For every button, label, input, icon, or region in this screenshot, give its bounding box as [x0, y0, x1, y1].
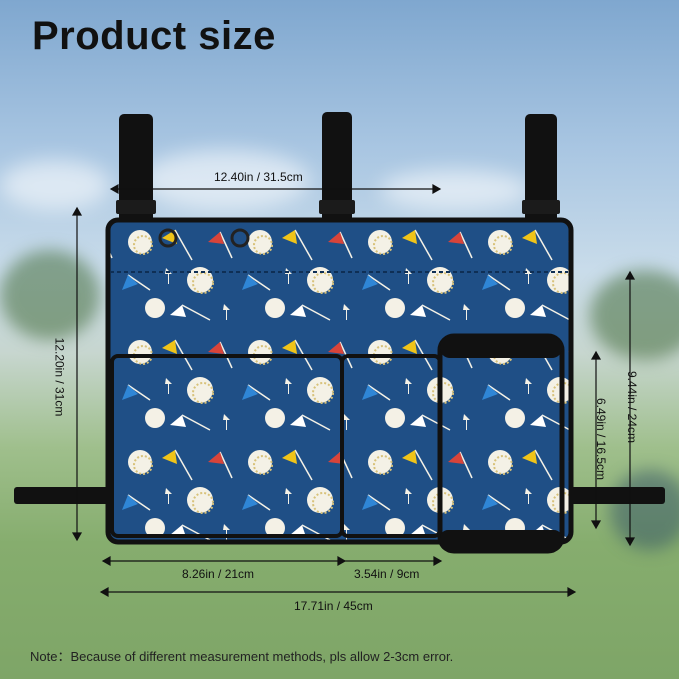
total-width-label: 17.71in / 45cm [294, 599, 373, 613]
cup-width-label: 3.54in / 9cm [354, 567, 420, 581]
left-height-label: 12.20in / 31cm [52, 337, 67, 417]
right-outer-height-label: 9.44in / 24cm [625, 370, 640, 444]
right-inner-height-label: 6.49in / 16.5cm [594, 397, 609, 481]
front-pocket-large [110, 354, 344, 538]
pocket-width-label: 8.26in / 21cm [182, 567, 255, 581]
left-side-strap [14, 487, 124, 504]
top-width-label: 12.40in / 31.5cm [214, 170, 303, 184]
cup-holder [437, 333, 565, 554]
right-side-strap [555, 487, 665, 504]
page-title: Product size [32, 14, 276, 58]
measurement-note: Note：Because of different measurement me… [30, 649, 454, 664]
front-pocket-small [340, 354, 442, 538]
dimension-lines [71, 183, 636, 598]
